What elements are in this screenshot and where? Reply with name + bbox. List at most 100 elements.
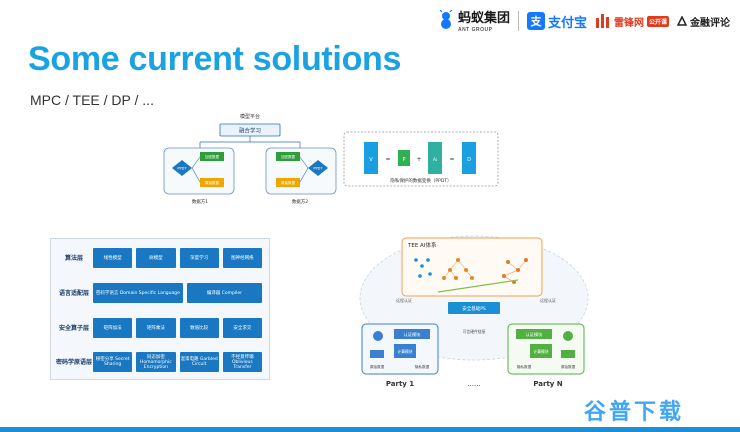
tree-model-icon [414,258,432,278]
leaf-top-right [276,152,300,161]
party-n-auth-label: 认证模块 [526,331,544,338]
layer-cell: 矩阵乘法 [136,318,176,338]
layer-label: 算法层 [64,254,83,262]
layer-language: 语言适配层 密码学语言 Domain Specific Language 编译器… [55,278,265,308]
party-n-raw-data: 原始数据 [561,364,576,369]
jinrong-logo: 金融评论 [677,14,730,29]
layer-crypto-primitive: 密码学原语层 秘密分享 Secret Sharing 同态加密 Homomorp… [55,347,265,377]
layer-cell: 矩阵加法 [93,318,133,338]
layer-cell: 线性模型 [93,248,133,268]
trusted-hw-label: 可信硬件链接 [463,329,486,334]
watermark: 谷普下载 [583,399,684,424]
federated-learning-diagram: 模型平台 融合学习 PPDT 加密数据 原始数据 数据方1 PPDT 加密数据 … [163,113,337,205]
party-n-db-icon [561,350,575,358]
tee-system-label: TEE AI体系 [407,241,437,249]
slide-subtitle: MPC / TEE / DP / ... [30,92,154,108]
layer-cell: 安全求交 [222,318,262,338]
layer-label: 语言适配层 [58,289,89,297]
ppdt-caption: 隐私保护的数据变换（PPDT） [390,177,451,184]
matrix-v-label: V [369,157,373,163]
party-n-private-data: 隐私数据 [517,364,532,369]
layer-cell: 不经意传输 Oblivious Transfer [222,352,262,372]
mpc-layer-stack: 算法层 线性模型 树模型 深度学习 图神经网络 语言适配层 密码学语言 Doma… [50,238,270,380]
layer-cell: 数值比较 [179,318,219,338]
ppdt-node-right [308,160,328,176]
alipay-logo: 支 支付宝 [526,12,587,31]
matrix-p [398,150,410,166]
leaf-top-right-label: 加密数据 [281,154,295,159]
ant-group-name: 蚂蚁集团 [457,10,510,25]
leifeng-logo: 雷锋网 公开课 [595,13,669,29]
party-n-label: Party N [533,380,562,388]
layer-label: 安全算子层 [58,324,89,332]
party-n-compute-label: 计算模块 [533,349,548,354]
party-1-auth-box [394,329,430,339]
trend-line [437,279,519,293]
party-1-raw-data: 原始数据 [370,364,385,369]
leaf-bottom-left-label: 原始数据 [205,180,219,185]
logo-divider [517,11,519,31]
bottom-accent-bar [0,427,740,432]
op-2: + [416,156,421,163]
matrix-d [462,142,476,174]
secure-base-box [448,302,500,314]
alipay-name: 支付宝 [547,14,587,30]
leaf-bottom-left [200,178,224,187]
alipay-icon: 支 [526,12,545,30]
layer-cell: 秘密分享 Secret Sharing [93,352,133,372]
ppdt-node-left [172,160,192,176]
layer-algorithm: 算法层 线性模型 树模型 深度学习 图神经网络 [55,243,265,273]
party-n-auth-box [516,329,552,339]
partner-logos: 蚂蚁集团 ANT GROUP 支 支付宝 雷锋网 公开课 金融评论 [437,6,730,36]
party-1-compute-box [394,344,416,358]
layer-secure-operator: 安全算子层 矩阵加法 矩阵乘法 数值比较 安全求交 [55,313,265,343]
ant-group-subname: ANT GROUP [457,27,493,33]
matrix-ai-label: Ai [433,157,437,163]
leaf-top-left-label: 加密数据 [205,154,219,159]
matrix-ai [428,142,442,174]
graph-network-icon [502,258,528,284]
party-n-user-icon [563,331,573,341]
matrix-d-label: D [467,157,471,163]
matrix-v [364,142,378,174]
platform-label: 模型平台 [240,113,260,120]
op-3: = [449,156,454,163]
matrix-p-label: P [402,157,405,163]
learning-label: 融合学习 [239,127,261,135]
layer-cell: 树模型 [136,248,176,268]
layer-cell: 密码学语言 Domain Specific Language [93,283,183,303]
secure-base-label: 安全基础PS [462,305,486,312]
ppdt-node-right-label: PPDT [313,167,323,171]
layer-cell: 同态加密 Homomorphic Encryption [136,352,176,372]
layer-cell: 混淆电路 Garbled Circuit [179,352,219,372]
leifeng-icon [595,14,609,28]
party-1-user-icon [373,331,383,341]
ppdt-node-left-label: PPDT [177,167,187,171]
leifeng-name: 雷锋网 [613,17,644,29]
neural-network-icon [442,258,474,280]
triangle-icon [677,16,687,26]
party-1-auth-label: 认证模块 [404,331,422,338]
party-1-label: Party 1 [386,380,414,388]
remote-auth-left: 远程认证 [396,297,412,303]
jinrong-name: 金融评论 [690,17,730,29]
ppdt-transform-diagram: V = P + Ai = D 隐私保护的数据变换（PPDT） [343,131,499,187]
parties-ellipsis: ...... [467,380,480,388]
leaf-bottom-right-label: 原始数据 [281,180,295,185]
ant-group-logo: 蚂蚁集团 ANT GROUP [437,9,510,33]
party-n-compute-box [530,344,552,358]
party-1-private-data: 隐私数据 [415,364,430,369]
layer-label: 密码学原语层 [55,358,92,366]
layer-cell: 编译器 Compiler [186,283,262,303]
party-1-db-icon [370,350,384,358]
leifeng-tag: 公开课 [646,15,669,27]
ppdt-frame [343,131,499,187]
remote-auth-right: 远程认证 [540,297,556,303]
party-right-label: 数据方2 [292,198,308,205]
layer-cell: 图神经网络 [222,248,262,268]
party-1-compute-label: 计算模块 [397,349,412,354]
layer-cell: 深度学习 [179,248,219,268]
leaf-top-left [200,152,224,161]
leaf-bottom-right [276,178,300,187]
op-1: = [385,156,390,163]
